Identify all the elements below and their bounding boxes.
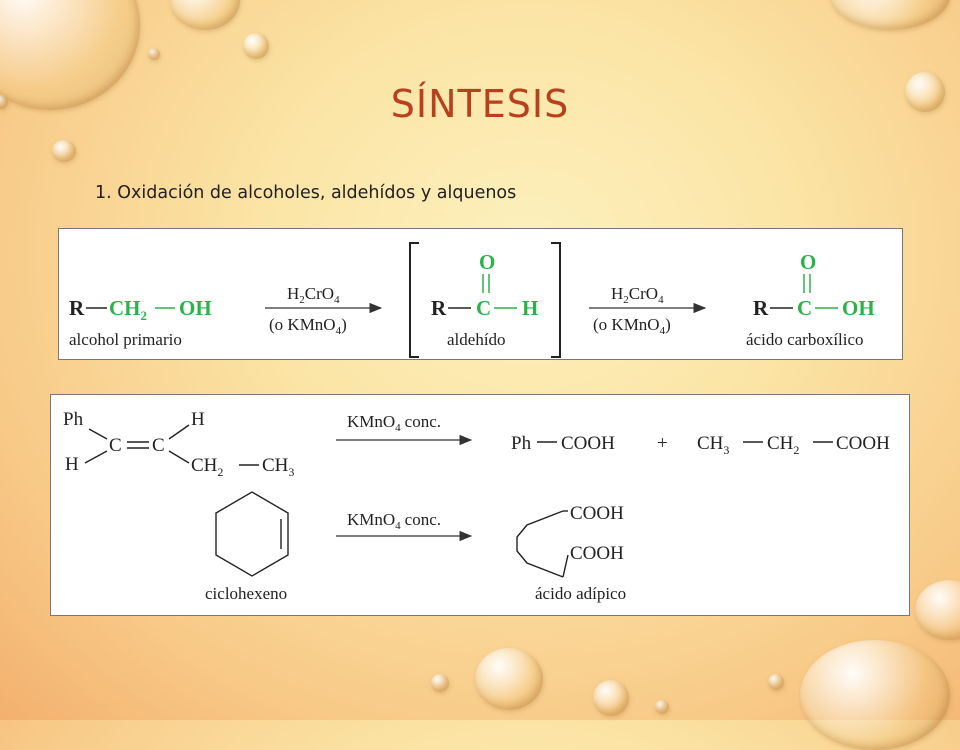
reaction-diagram-alcohol: R CH2 OH alcohol primario H2CrO4 (o KMnO… (69, 242, 875, 358)
water-drop-decoration (475, 648, 543, 710)
water-drop-decoration (0, 95, 8, 109)
water-drop-decoration (830, 0, 950, 30)
water-drop-decoration (800, 640, 950, 750)
group-ph: Ph (511, 433, 532, 454)
atom-r: R (431, 296, 447, 320)
water-drop-decoration (593, 680, 629, 716)
slide-subtitle: 1. Oxidación de alcoholes, aldehídos y a… (95, 183, 517, 203)
group-oh-acid: OH (842, 296, 875, 320)
water-drop-decoration (243, 33, 269, 59)
reagent-chromic-acid: H2CrO4 (287, 284, 340, 306)
water-drop-decoration (915, 580, 960, 640)
atom-r: R (753, 296, 769, 320)
atom-c-right: C (152, 435, 165, 456)
atom-h-aldehyde: H (522, 296, 538, 320)
label-acido-adipico: ácido adípico (535, 584, 626, 603)
water-drop-decoration (170, 0, 240, 30)
group-cooh: COOH (561, 433, 615, 454)
atom-c-left: C (109, 435, 122, 456)
water-drop-decoration (905, 72, 945, 112)
label-aldehido: aldehído (447, 330, 506, 349)
reagent-kmno4-alt: (o KMnO4) (593, 315, 671, 337)
group-cooh: COOH (570, 503, 624, 524)
label-acido-carboxilico: ácido carboxílico (746, 330, 864, 349)
reaction-panel-oxidation-alcohol: R CH2 OH alcohol primario H2CrO4 (o KMnO… (58, 228, 903, 360)
label-alcohol-primario: alcohol primario (69, 330, 182, 349)
reagent-kmno4-alt: (o KMnO4) (269, 315, 347, 337)
group-ch3: CH3 (697, 433, 729, 457)
atom-h: H (65, 454, 79, 475)
group-ch3: CH3 (262, 455, 294, 479)
label-ciclohexeno: ciclohexeno (205, 584, 287, 603)
group-ph: Ph (63, 409, 84, 430)
slide-title: SÍNTESIS (390, 82, 570, 126)
reagent-chromic-acid: H2CrO4 (611, 284, 664, 306)
atom-r: R (69, 296, 85, 320)
atom-h: H (191, 409, 205, 430)
atom-o-aldehyde: O (479, 250, 495, 274)
water-drop-decoration (768, 674, 784, 690)
plus-sign: + (657, 433, 668, 454)
atom-c-acid: C (797, 296, 812, 320)
group-ch2: CH2 (191, 455, 223, 479)
group-ch2: CH2 (109, 296, 147, 323)
water-drop-decoration (655, 700, 669, 714)
water-drop-decoration (52, 140, 76, 162)
water-drop-decoration (431, 674, 449, 692)
atom-c-aldehyde: C (476, 296, 491, 320)
group-cooh: COOH (836, 433, 890, 454)
group-ch2: CH2 (767, 433, 799, 457)
adipic-acid-chain (516, 510, 564, 578)
group-oh: OH (179, 296, 212, 320)
cyclohexene-ring (215, 491, 289, 577)
water-drop-decoration (148, 48, 160, 60)
group-cooh: COOH (570, 543, 624, 564)
atom-o-acid: O (800, 250, 816, 274)
